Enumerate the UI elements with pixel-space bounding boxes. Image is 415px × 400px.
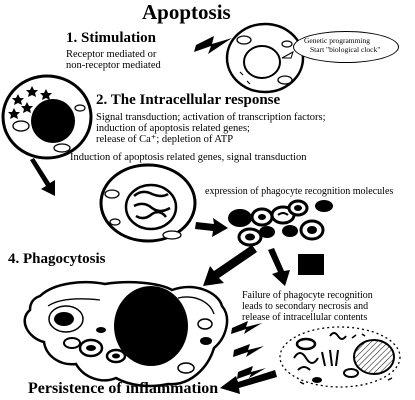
star-icon [12, 94, 24, 105]
step1-line1: Receptor mediated or [66, 49, 157, 60]
persistence-text: Persistence of inflammation [28, 380, 219, 397]
lightning-bolt-icon [194, 36, 232, 54]
star-icon [26, 86, 38, 97]
apoptotic-bodies [228, 199, 333, 247]
star-icon [40, 89, 52, 100]
cell-intracellular-response [1, 74, 93, 160]
square-marker [298, 254, 324, 275]
failure-line3: release of intracellular contents [242, 312, 368, 323]
lightning-bolt-icon [231, 321, 262, 334]
star-icon [21, 102, 33, 113]
page-title: Apoptosis [142, 0, 231, 24]
failure-line1: Failure of phagocyte recognition [242, 290, 373, 301]
arrow-down-icon [268, 248, 290, 286]
arrow-right-icon [195, 218, 228, 237]
lightning-bolt-icon [233, 344, 264, 357]
star-icon [8, 108, 20, 119]
bubble-line2: Start "biological clock" [310, 45, 381, 54]
failure-line2: leads to secondary necrosis and [242, 301, 369, 312]
necrotic-debris [279, 326, 401, 388]
induction-text: Induction of apoptosis related genes, si… [70, 152, 307, 163]
cell-condensing [99, 163, 197, 243]
step4-heading: 4. Phagocytosis [8, 251, 106, 267]
step1-line2: non-receptor mediated [66, 60, 161, 71]
lightning-bolt-icon [237, 366, 266, 379]
step1-heading: 1. Stimulation [66, 30, 157, 46]
arrow-down-left-icon [203, 245, 257, 286]
step2-line3: release of Ca⁺; depletion of ATP [96, 134, 234, 145]
arrow-down-right-icon [30, 158, 55, 196]
arrow-left-icon [220, 370, 277, 394]
bubble-line1: Genetic programming [304, 36, 371, 45]
cell-stimulation [225, 22, 305, 94]
genetic-programming-bubble: Genetic programming Start "biological cl… [293, 31, 399, 63]
expression-text: expression of phagocyte recognition mole… [205, 186, 394, 197]
step2-heading: 2. The Intracellular response [96, 92, 281, 108]
phagocyte [23, 280, 229, 388]
step2-line2: induction of apoptosis related genes; [96, 123, 250, 134]
step2-line1: Signal transduction; activation of trans… [96, 112, 326, 123]
